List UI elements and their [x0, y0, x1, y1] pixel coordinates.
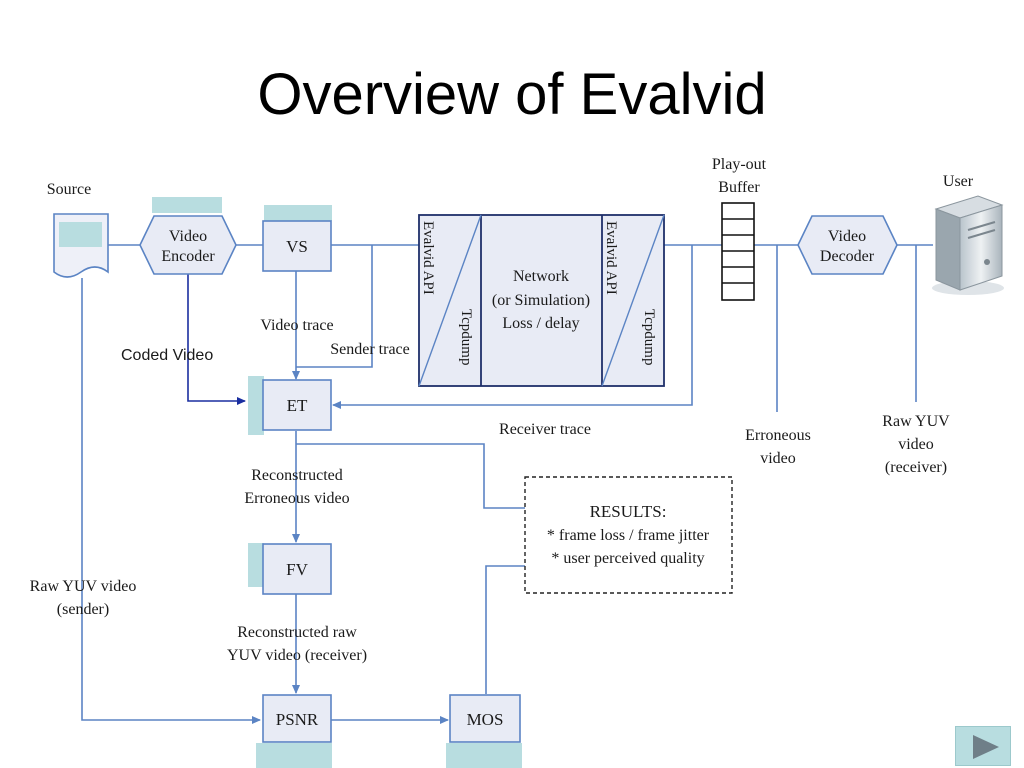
raw-yuv-receiver-label-3: (receiver) [885, 459, 947, 476]
playout-label-2: Buffer [718, 179, 760, 196]
reconstructed-erroneous-label-1: Reconstructed [251, 467, 343, 484]
tcpdump-left: Tcpdump [458, 309, 474, 365]
reconstructed-erroneous-label-2: Erroneous video [244, 490, 349, 507]
reconstructed-raw-label-1: Reconstructed raw [237, 624, 357, 641]
source-label: Source [47, 181, 91, 198]
coded-video-arrow [187, 266, 246, 405]
receiver-trace-label: Receiver trace [499, 421, 591, 438]
raw-yuv-sender-label-2: (sender) [57, 601, 109, 618]
vs-accent [264, 205, 332, 221]
playout-label-1: Play-out [712, 156, 767, 173]
raw-yuv-sender-label-1: Raw YUV video [30, 578, 137, 595]
erroneous-video-label-2: video [760, 450, 796, 467]
results-title: RESULTS: [590, 502, 667, 521]
video-decoder-label-2: Decoder [820, 248, 875, 265]
mos-box [449, 694, 521, 743]
network-label-1: Network [513, 268, 569, 285]
video-trace-label: Video trace [260, 317, 333, 334]
vs-box [262, 220, 332, 272]
fv-label: FV [286, 560, 308, 579]
video-encoder-hexagon [139, 215, 237, 275]
video-encoder-label-2: Encoder [161, 248, 215, 265]
raw-yuv-receiver-label-1: Raw YUV [882, 413, 950, 430]
psnr-box [262, 694, 332, 743]
mos-accent [446, 743, 522, 768]
network-block [418, 214, 665, 387]
vs-label: VS [286, 237, 308, 256]
psnr-accent [256, 743, 332, 768]
results-item-1: * frame loss / frame jitter [547, 527, 710, 544]
reconstructed-raw-label-2: YUV video (receiver) [227, 647, 367, 664]
connector-lines [81, 244, 933, 724]
results-item-2: * user perceived quality [551, 550, 704, 567]
user-label: User [943, 173, 974, 190]
playout-buffer [721, 202, 755, 301]
coded-video-label: Coded Video [121, 347, 213, 364]
next-slide-button[interactable] [955, 726, 1011, 766]
evalvid-api-left: Evalvid API [420, 221, 436, 295]
et-box [262, 379, 332, 431]
evalvid-api-right: Evalvid API [603, 221, 619, 295]
tcpdump-right: Tcpdump [641, 309, 657, 365]
psnr-label: PSNR [276, 710, 319, 729]
mos-label: MOS [467, 710, 504, 729]
et-label: ET [287, 396, 308, 415]
results-box [524, 476, 733, 594]
network-label-2: (or Simulation) [492, 292, 590, 309]
video-encoder-accent [152, 197, 222, 213]
raw-yuv-receiver-label-2: video [898, 436, 934, 453]
et-accent [248, 376, 264, 435]
play-arrow-icon [973, 735, 999, 759]
video-decoder-hexagon [797, 215, 898, 275]
computer-tower-icon [932, 195, 1004, 295]
video-decoder-label-1: Video [828, 228, 866, 245]
source-document-icon [53, 213, 109, 278]
slide-title: Overview of Evalvid [257, 62, 767, 127]
fv-box [262, 543, 332, 595]
video-encoder-label-1: Video [169, 228, 207, 245]
network-label-3: Loss / delay [502, 315, 579, 332]
fv-accent [248, 543, 264, 587]
erroneous-video-label-1: Erroneous [745, 427, 811, 444]
sender-trace-label: Sender trace [330, 341, 410, 358]
